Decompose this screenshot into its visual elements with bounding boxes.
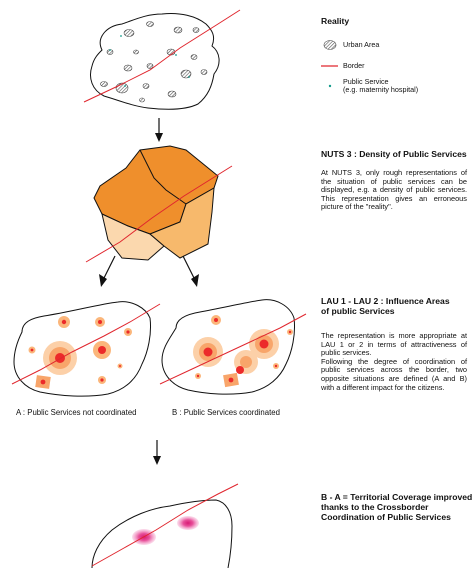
legend-urban-area-label: Urban Area [343, 40, 380, 49]
caption-a: A : Public Services not coordinated [16, 408, 137, 417]
border-line-nuts3 [85, 165, 233, 263]
result-heading-line2: thanks to the Crossborder [321, 502, 429, 512]
nuts3-heading: NUTS 3 : Density of Public Services [321, 149, 467, 159]
urban-area [123, 64, 133, 72]
influence-area [203, 347, 213, 357]
service-dot [120, 35, 122, 37]
result-heading-line1: B - A = Territorial Coverage improved [321, 492, 473, 502]
map-a-region-outline [13, 301, 151, 397]
legend-border-label: Border [343, 61, 365, 70]
influence-area [126, 330, 130, 334]
nuts3-description: At NUTS 3, only rough representations of… [321, 168, 467, 212]
legend-public-service-line2: (e.g. maternity hospital) [343, 85, 419, 95]
influence-area [228, 377, 234, 383]
result-map [91, 483, 239, 568]
caption-b: B : Public Services coordinated [172, 408, 280, 417]
nuts3-map [85, 145, 233, 263]
result-heading-line3: Coordination of Public Services [321, 512, 451, 522]
border-line-map-a [11, 303, 161, 385]
border-line-result [91, 483, 239, 567]
lau-description-para1: The representation is more appropriate a… [321, 331, 467, 358]
legend-public-service-label: Public Service (e.g. maternity hospital) [343, 77, 419, 95]
influence-area [240, 356, 252, 368]
arrow-left-down-icon [99, 255, 116, 287]
arrow-down-icon [153, 440, 161, 465]
influence-area [288, 330, 292, 334]
nuts3-inner-border [139, 149, 187, 205]
urban-area [173, 26, 183, 34]
service-dot [175, 54, 177, 56]
influence-area [30, 348, 34, 352]
influence-area [259, 339, 269, 349]
influence-area [119, 365, 121, 367]
map-a-not-coordinated [11, 301, 161, 397]
lau-heading-line1: LAU 1 - LAU 2 : Influence Areas [321, 296, 450, 306]
influence-area [236, 366, 244, 374]
border-line-map-b [159, 313, 307, 385]
map-b-region-outline [161, 299, 295, 395]
urban-area [192, 27, 200, 33]
influence-area [274, 364, 278, 368]
legend-title: Reality [321, 16, 350, 26]
border-line-reality [83, 9, 241, 103]
result-region-outline [91, 499, 233, 568]
reality-map [83, 9, 241, 110]
legend-symbols [321, 40, 338, 88]
urban-area [167, 90, 177, 98]
arrow-right-down-icon [182, 255, 199, 287]
influence-areas-b [193, 315, 293, 388]
influence-area [40, 379, 46, 385]
influence-area [98, 320, 102, 324]
urban-area [146, 63, 154, 69]
urban-area-legend-icon [323, 40, 337, 50]
influence-area [61, 319, 67, 325]
legend-public-service-line1: Public Service [343, 77, 389, 86]
result-heading: B - A = Territorial Coverage improved th… [321, 492, 472, 522]
map-b-coordinated [159, 299, 307, 395]
lau-description-para2: Following the degree of coordination of … [321, 356, 467, 392]
nuts3-region-mid [149, 187, 215, 259]
public-service-legend-icon [328, 84, 332, 88]
influence-area [98, 346, 106, 354]
urban-area [146, 21, 154, 27]
urban-area [139, 97, 145, 103]
urban-area [123, 29, 135, 37]
lau-description: The representation is more appropriate a… [321, 331, 467, 392]
urban-area [133, 49, 139, 55]
influence-area [214, 318, 218, 322]
coordinated-coverage-area [177, 516, 199, 530]
urban-area [180, 69, 192, 79]
influence-area [55, 353, 65, 363]
service-dot [109, 49, 111, 51]
arrow-down-icon [155, 118, 163, 142]
lau-heading-line2: of public Services [321, 306, 395, 316]
influence-area [196, 374, 200, 378]
service-dot [124, 85, 126, 87]
urban-area [100, 81, 108, 87]
nuts3-region-light [101, 213, 165, 261]
influence-area [100, 378, 104, 382]
urban-area [200, 69, 208, 75]
reality-region-outline [90, 13, 220, 110]
service-dot [188, 76, 190, 78]
urban-area [190, 54, 198, 60]
influence-areas-a [28, 316, 132, 389]
urban-area [142, 83, 150, 89]
service-dots-reality [109, 35, 190, 87]
lau-heading: LAU 1 - LAU 2 : Influence Areas of publi… [321, 296, 450, 316]
